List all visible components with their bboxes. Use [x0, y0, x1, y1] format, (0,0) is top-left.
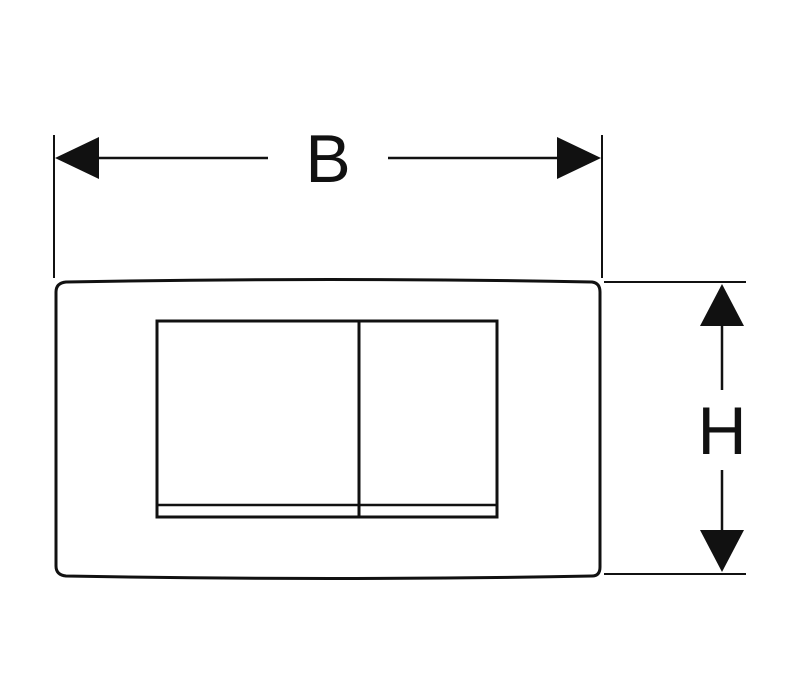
height-arrowhead-bottom: [700, 530, 744, 572]
width-arrowhead-left: [55, 137, 99, 179]
flush-plate: [54, 278, 602, 580]
height-arrowhead-top: [700, 284, 744, 326]
plate-outline: [54, 278, 602, 580]
height-label: H: [697, 393, 746, 469]
width-arrowhead-right: [557, 137, 601, 179]
height-dimension: [604, 281, 746, 575]
button-frame: [155, 319, 499, 519]
width-dimension: [53, 135, 603, 278]
small-flush-button: [360, 322, 496, 504]
width-label: B: [305, 121, 350, 197]
large-flush-button: [158, 322, 358, 504]
